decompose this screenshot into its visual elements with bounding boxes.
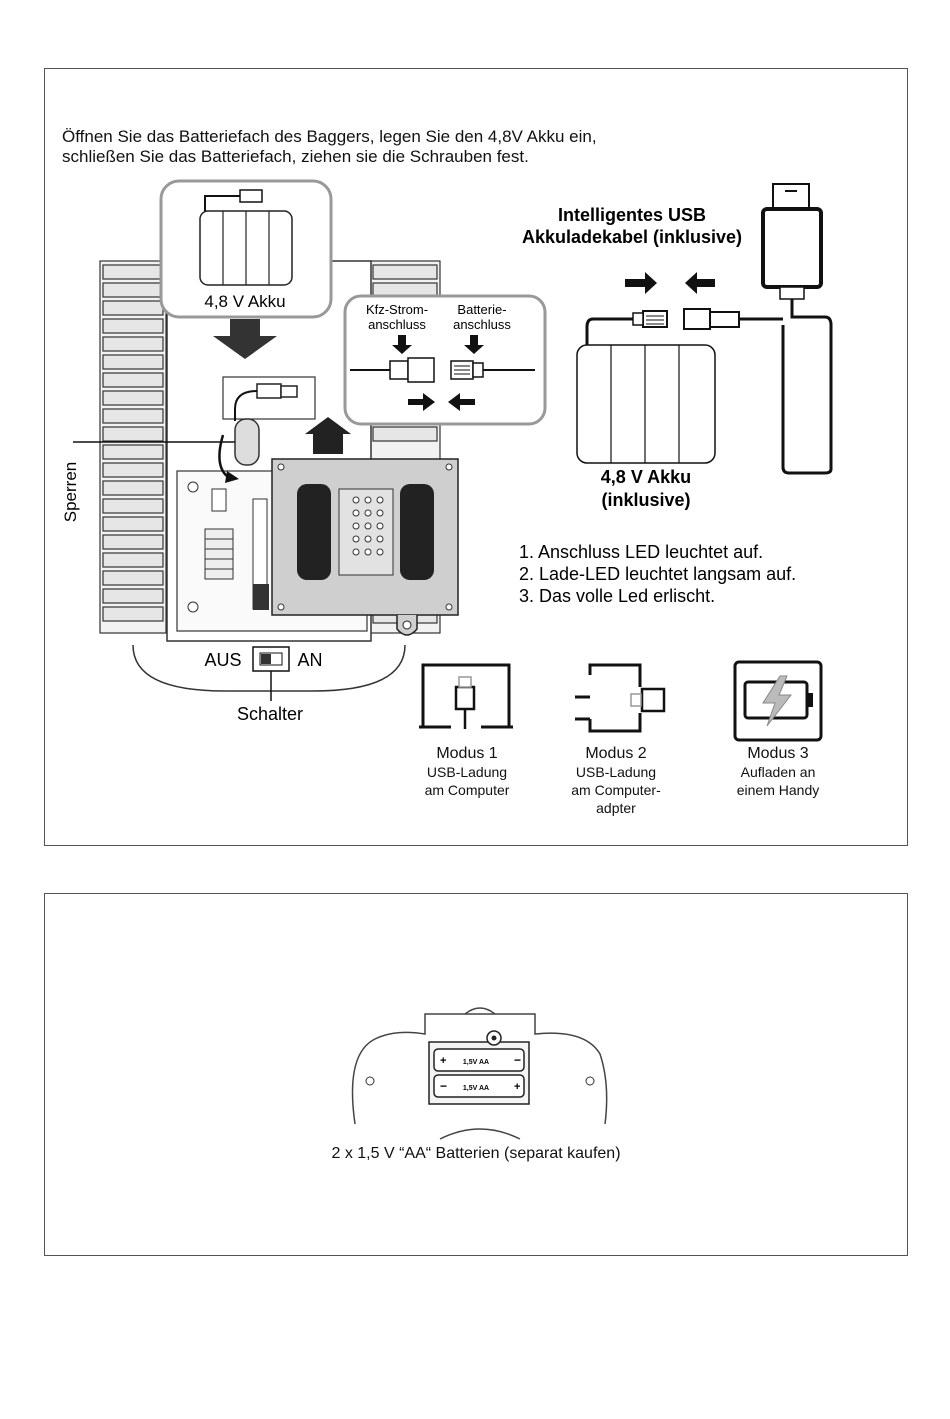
remote-battery-panel: + − 1,5V AA − + 1,5V AA 2 x 1,5 V “AA“ B… (44, 893, 908, 1256)
mode-2-line-2: am Computer- (571, 782, 661, 798)
mode-2-icon (575, 663, 666, 733)
battery-install-panel: Öffnen Sie das Batteriefach des Baggers,… (44, 68, 908, 846)
excavator-battery-diagram: 4,8 V Akku Kfz-Strom- anschluss Batterie… (61, 179, 833, 742)
switch-off-label: AUS (204, 650, 241, 670)
usb-charger-diagram: Intelligentes USB Akkuladekabel (inklusi… (522, 183, 833, 510)
akku-label-line-1: 4,8 V Akku (601, 467, 691, 487)
charging-steps: 1. Anschluss LED leuchtet auf. 2. Lade-L… (519, 542, 796, 606)
mode-1-title: Modus 1 (436, 745, 498, 762)
kfz-label-line-2: anschluss (368, 317, 426, 332)
battery-callout: 4,8 V Akku (159, 179, 333, 319)
schalter-label: Schalter (237, 704, 303, 724)
step-1: 1. Anschluss LED leuchtet auf. (519, 542, 763, 562)
mode-2-title: Modus 2 (585, 745, 647, 762)
step-2: 2. Lade-LED leuchtet langsam auf. (519, 564, 796, 584)
mode-1-line-2: am Computer (424, 782, 510, 798)
connector-callout: Kfz-Strom- anschluss Batterie- anschluss (343, 294, 547, 426)
usb-title-line-2: Akkuladekabel (inklusive) (522, 227, 742, 247)
mode-1-label: Modus 1 USB-Ladung am Computer (425, 745, 510, 799)
kfz-label-line-1: Kfz-Strom- (366, 302, 428, 317)
mode-3-title: Modus 3 (747, 745, 809, 762)
akku-label-line-2: (inklusive) (601, 490, 690, 510)
instruction-text: Öffnen Sie das Batteriefach des Baggers,… (62, 127, 597, 167)
usb-title-line-1: Intelligentes USB (558, 205, 706, 225)
mode-2-line-3: adpter (596, 800, 636, 816)
body-arc (132, 644, 406, 692)
svg-text:−: − (514, 1053, 521, 1067)
mode-3-line-1: Aufladen an (740, 764, 816, 780)
sperren-label: Sperren (61, 462, 80, 522)
left-track (99, 260, 167, 634)
batterie-label-line-1: Batterie- (457, 302, 506, 317)
mode-2-label: Modus 2 USB-Ladung am Computer- adpter (571, 745, 660, 817)
svg-text:−: − (440, 1079, 447, 1093)
mode-3-icon (733, 660, 823, 742)
aa-battery-2: − + 1,5V AA (433, 1074, 525, 1098)
batterie-label-line-2: anschluss (453, 317, 511, 332)
mode-2-line-1: USB-Ladung (575, 764, 657, 780)
mode-1-line-1: USB-Ladung (426, 764, 508, 780)
step-3: 3. Das volle Led erlischt. (519, 586, 715, 606)
switch-on-label: AN (297, 650, 322, 670)
up-arrow-icon (305, 417, 351, 454)
svg-text:+: + (514, 1081, 520, 1093)
instruction-line-1: Öffnen Sie das Batteriefach des Baggers,… (62, 127, 597, 146)
callout-battery-label: 4,8 V Akku (204, 292, 285, 311)
battery-1-label: 1,5V AA (463, 1059, 489, 1066)
remote-outline (351, 1013, 608, 1125)
aa-battery-1: + − 1,5V AA (433, 1048, 525, 1072)
mode-3-line-2: einem Handy (736, 782, 820, 798)
remote-battery-diagram: + − 1,5V AA − + 1,5V AA (351, 1007, 608, 1140)
down-arrow-icon (213, 319, 277, 359)
battery-2-label: 1,5V AA (463, 1085, 489, 1092)
aa-battery-caption: 2 x 1,5 V “AA“ Batterien (separat kaufen… (331, 1145, 621, 1162)
battery-cover-plate (271, 458, 459, 636)
mode-3-label: Modus 3 Aufladen an einem Handy (737, 745, 820, 799)
mode-1-icon (419, 663, 513, 729)
svg-text:+: + (440, 1055, 446, 1067)
instruction-line-2: schließen Sie das Batteriefach, ziehen s… (62, 147, 529, 166)
